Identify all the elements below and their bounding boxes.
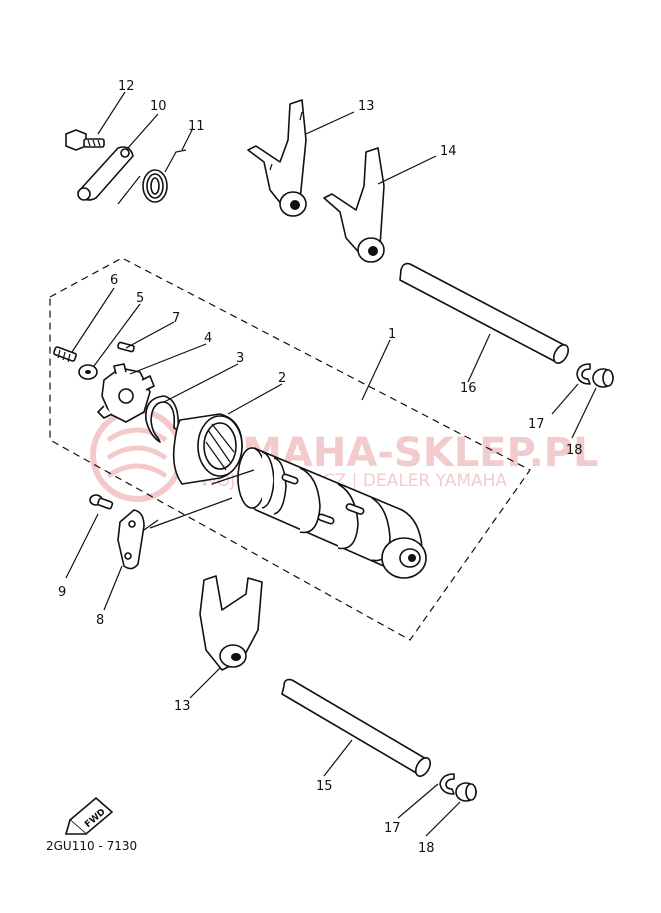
screw-6 — [53, 346, 77, 363]
stopper-lever-10 — [77, 146, 134, 201]
callout-14: 14 — [440, 144, 457, 159]
bearing-2 — [172, 413, 243, 485]
washer-5 — [78, 364, 98, 380]
shift-fork-14 — [323, 147, 385, 263]
shift-fork-13-top — [247, 99, 307, 217]
callout-4: 4 — [204, 331, 212, 346]
callout-6: 6 — [110, 273, 118, 288]
callout-9: 9 — [58, 585, 66, 600]
stopper-plate-8 — [117, 509, 145, 570]
callout-1: 1 — [388, 327, 396, 342]
spring-11 — [117, 149, 187, 205]
plug-18-top — [592, 368, 614, 388]
callout-12: 12 — [118, 79, 135, 94]
diagram-code: 2GU110 - 7130 — [46, 839, 137, 853]
forward-arrow-icon — [68, 796, 114, 836]
screw-9 — [89, 494, 114, 510]
callout-18-top: 18 — [566, 443, 583, 458]
callout-11: 11 — [188, 119, 205, 134]
segment-4 — [97, 363, 155, 423]
leader-lines — [65, 91, 597, 837]
dowel-pin-7 — [117, 341, 135, 353]
callout-10: 10 — [150, 99, 167, 114]
forward-direction-badge: FWD — [64, 796, 114, 836]
plug-18-bottom — [455, 782, 477, 802]
shift-drum-1 — [237, 447, 427, 579]
callout-3: 3 — [236, 351, 244, 366]
callout-2: 2 — [278, 371, 286, 386]
circlip-17-top — [576, 363, 591, 385]
callout-17-bottom: 17 — [384, 821, 401, 836]
callouts: 12 10 11 13 14 1 6 5 7 4 3 2 16 17 18 9 … — [58, 79, 583, 856]
callout-5: 5 — [136, 291, 144, 306]
callout-16: 16 — [460, 381, 477, 396]
watermark-logo-icon — [90, 408, 184, 502]
fork-shaft-16 — [399, 262, 570, 364]
callout-15: 15 — [316, 779, 333, 794]
callout-8: 8 — [96, 613, 104, 628]
callout-17-top: 17 — [528, 417, 545, 432]
shift-fork-13-bottom — [199, 575, 263, 671]
callout-7: 7 — [172, 311, 180, 326]
circlip-17-bottom — [439, 773, 455, 795]
bolt-12 — [65, 129, 105, 151]
fork-shaft-15 — [281, 678, 432, 777]
callout-18-bottom: 18 — [418, 841, 435, 856]
callout-13-bottom: 13 — [174, 699, 191, 714]
callout-13-top: 13 — [358, 99, 375, 114]
